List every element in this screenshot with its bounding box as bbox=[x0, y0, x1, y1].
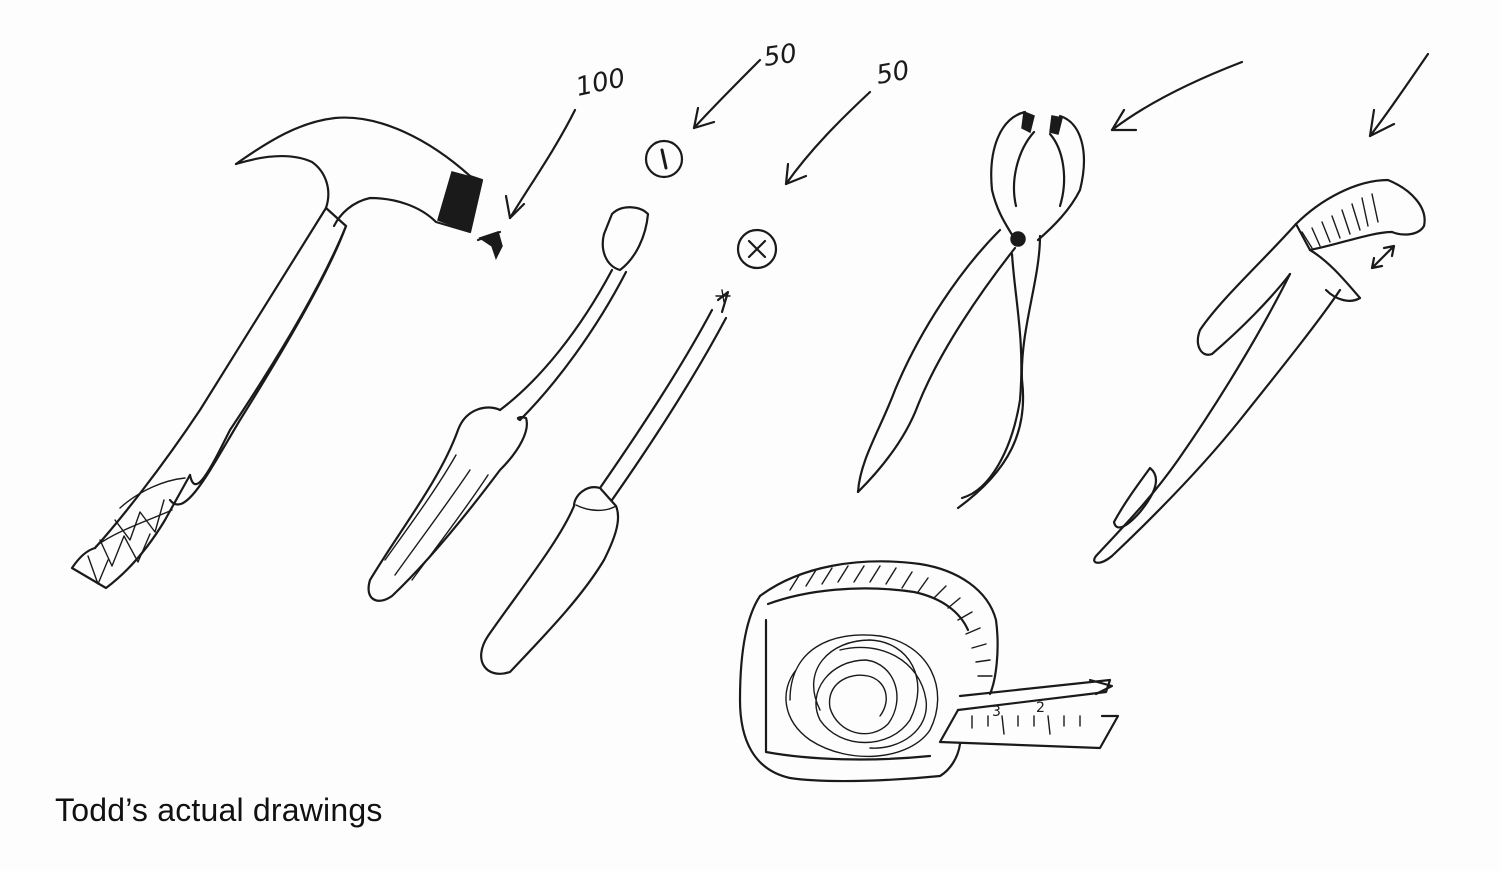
tape-tick-label: 3 bbox=[992, 704, 1001, 720]
pincers-drawing bbox=[856, 110, 1085, 510]
flat-screwdriver-drawing bbox=[367, 206, 650, 602]
nail-count-label: 100 bbox=[573, 63, 628, 103]
flat-screw-drawing bbox=[644, 139, 684, 179]
tape-tick-label: 2 bbox=[1036, 700, 1045, 716]
flat-screw-arrow bbox=[692, 58, 762, 130]
phillips-screwdriver-drawing bbox=[480, 289, 731, 675]
phillips-screw-arrow bbox=[784, 90, 872, 186]
phillips-screw-drawing bbox=[736, 228, 778, 270]
nail-drawing bbox=[476, 230, 503, 260]
flat-screw-count-label: 50 bbox=[762, 39, 799, 73]
hammer-drawing bbox=[70, 116, 484, 590]
nail-arrow bbox=[508, 108, 577, 220]
caption: Todd’s actual drawings bbox=[55, 792, 383, 828]
pincers-arrow bbox=[1110, 60, 1244, 132]
tape-measure-drawing: 2 3 bbox=[738, 560, 1120, 783]
utility-knife-arrow bbox=[1368, 52, 1430, 138]
utility-knife-drawing bbox=[1093, 178, 1426, 564]
phillips-screw-count-label: 50 bbox=[874, 56, 912, 91]
